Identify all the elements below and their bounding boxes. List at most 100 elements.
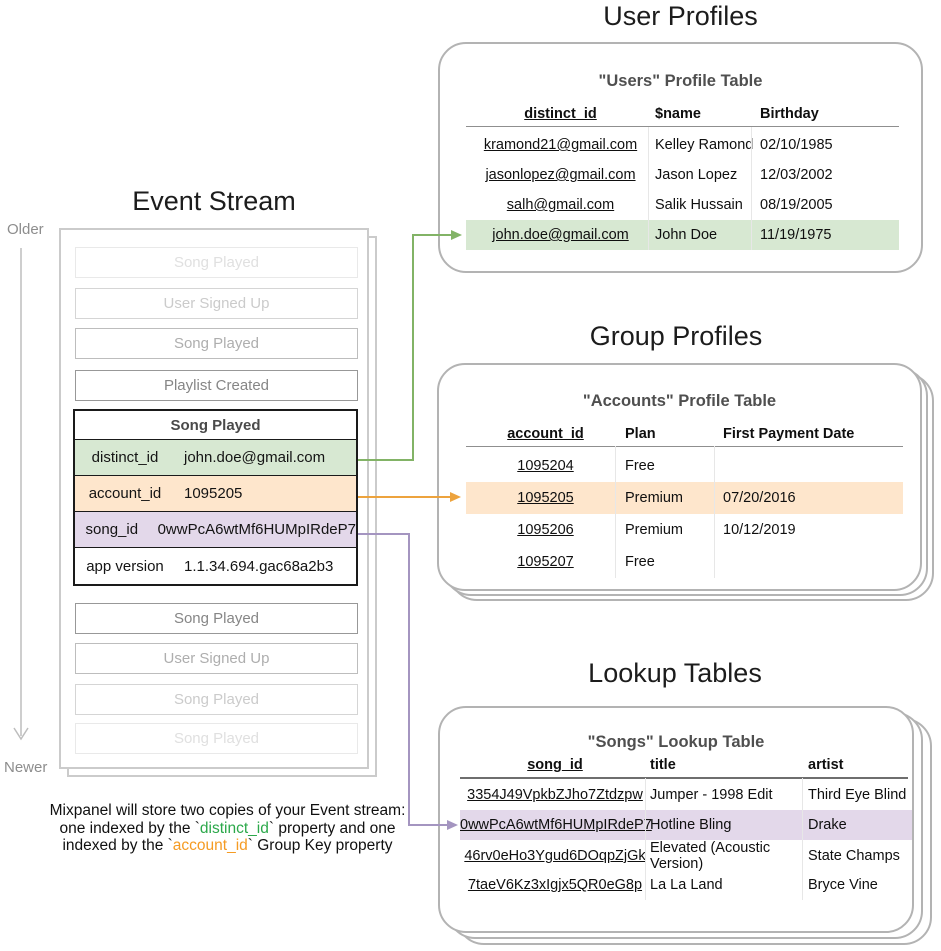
table-row: 1095204 Free [466, 450, 903, 482]
accounts-table: account_id Plan First Payment Date 10952… [466, 424, 903, 578]
cell-distinct-id: kramond21@gmail.com [483, 137, 638, 153]
caption-line-3: indexed by the `account_id` Group Key pr… [30, 837, 425, 855]
cell-account-id: 1095204 [517, 458, 574, 474]
cell-name: Jason Lopez [655, 167, 738, 183]
cell-name: Kelley Ramond [655, 137, 754, 153]
column-separator [648, 127, 649, 250]
songs-lookup-card: "Songs" Lookup Table song_id title artis… [438, 706, 914, 933]
caption-line-1: Mixpanel will store two copies of your E… [49, 802, 406, 819]
column-header: $name [655, 106, 701, 122]
caption-line-2-prefix: one indexed by the ` [59, 819, 200, 837]
event-property-account-id: account_id 1095205 [75, 476, 356, 512]
cell-title: Hotline Bling [650, 817, 732, 833]
group-profiles-title: Group Profiles [589, 321, 763, 351]
event-box: Song Played [75, 723, 358, 754]
cell-birthday: 12/03/2002 [760, 167, 833, 183]
cell-song-id: 46rv0eHo3Ygud6DOqpZjGk [464, 848, 646, 864]
column-header: artist [808, 757, 844, 773]
event-box: Song Played [75, 247, 358, 278]
cell-artist: Bryce Vine [808, 877, 878, 893]
cell-account-id: 1095205 [517, 490, 574, 506]
cell-plan: Free [625, 554, 655, 570]
users-table-header: distinct_id $name Birthday [466, 104, 899, 124]
column-header: account_id [507, 426, 584, 442]
cell-plan: Free [625, 458, 655, 474]
songs-table-header: song_id title artist [460, 755, 912, 775]
column-header: First Payment Date [723, 426, 855, 442]
cell-birthday: 02/10/1985 [760, 137, 833, 153]
cell-name: Salik Hussain [655, 197, 743, 213]
cell-song-id: 3354J49VpkbZJho7Ztdzpw [467, 787, 643, 803]
table-row: kramond21@gmail.com Kelley Ramond 02/10/… [466, 130, 899, 160]
header-rule [466, 446, 903, 447]
cell-distinct-id: salh@gmail.com [506, 197, 615, 213]
event-box: Song Played [75, 603, 358, 634]
cell-artist: Drake [808, 817, 847, 833]
table-row-highlighted: 1095205 Premium 07/20/2016 [466, 482, 903, 514]
table-row-highlighted: john.doe@gmail.com John Doe 11/19/1975 [466, 220, 899, 250]
table-row: 1095206 Premium 10/12/2019 [466, 514, 903, 546]
cell-title: Jumper - 1998 Edit [650, 787, 773, 803]
header-rule [466, 126, 899, 127]
column-header: title [650, 757, 676, 773]
column-separator [615, 446, 616, 578]
event-box: User Signed Up [75, 288, 358, 319]
event-box: Song Played [75, 328, 358, 359]
property-value: 0wwPcA6wtMf6HUMpIRdeP7 [157, 521, 356, 538]
property-value: 1.1.34.694.gac68a2b3 [184, 557, 334, 575]
event-stream-title: Event Stream [132, 186, 296, 216]
timeline-arrowhead [13, 727, 29, 741]
cell-birthday: 11/19/1975 [760, 227, 832, 243]
event-property-distinct-id: distinct_id john.doe@gmail.com [75, 440, 356, 476]
older-label: Older [7, 221, 44, 238]
caption-line-3-prefix: indexed by the ` [62, 837, 173, 854]
column-header: song_id [527, 757, 583, 773]
cell-distinct-id: john.doe@gmail.com [492, 227, 629, 243]
users-table: distinct_id $name Birthday kramond21@gma… [466, 104, 899, 250]
table-row: 46rv0eHo3Ygud6DOqpZjGk Elevated (Acousti… [460, 840, 912, 872]
property-key: app version [86, 557, 164, 575]
event-card-title: Song Played [75, 411, 356, 440]
property-value: 1095205 [184, 485, 243, 502]
property-key: song_id [85, 521, 139, 538]
column-header: Birthday [760, 106, 819, 122]
user-profiles-title: User Profiles [603, 1, 758, 31]
accounts-table-header: account_id Plan First Payment Date [466, 424, 903, 444]
caption-line-2: one indexed by the `distinct_id` propert… [30, 820, 425, 838]
songs-table: song_id title artist 3354J49VpkbZJho7Ztd… [460, 755, 912, 900]
cell-song-id: 0wwPcA6wtMf6HUMpIRdeP7 [460, 817, 652, 833]
accounts-profile-card: "Accounts" Profile Table account_id Plan… [437, 363, 922, 591]
cell-name: John Doe [655, 227, 718, 243]
table-row: 7taeV6Kz3xIgjx5QR0eG8p La La Land Bryce … [460, 870, 912, 900]
property-key: account_id [88, 485, 162, 502]
cell-title: La La Land [650, 877, 723, 893]
column-separator [802, 778, 803, 900]
cell-first-payment: 10/12/2019 [723, 522, 796, 538]
header-rule [460, 777, 908, 779]
cell-plan: Premium [625, 490, 684, 506]
caption-distinct-id-keyword: distinct_id [199, 819, 269, 837]
cell-account-id: 1095206 [517, 522, 574, 538]
event-property-app-version: app version 1.1.34.694.gac68a2b3 [75, 548, 356, 584]
accounts-table-title: "Accounts" Profile Table [582, 392, 777, 410]
songs-table-title: "Songs" Lookup Table [587, 733, 765, 751]
property-value: john.doe@gmail.com [184, 449, 326, 466]
caption-account-id-keyword: account_id [172, 837, 248, 854]
table-row: 1095207 Free [466, 546, 903, 578]
column-separator [645, 778, 646, 900]
table-row-highlighted: 0wwPcA6wtMf6HUMpIRdeP7 Hotline Bling Dra… [460, 810, 912, 840]
column-header: distinct_id [524, 106, 597, 122]
caption-line-3-suffix: ` Group Key property [247, 837, 393, 854]
caption-line-2-suffix: ` property and one [268, 819, 396, 837]
event-box: Song Played [75, 684, 358, 715]
cell-first-payment: 07/20/2016 [723, 490, 796, 506]
cell-account-id: 1095207 [517, 554, 574, 570]
cell-birthday: 08/19/2005 [760, 197, 833, 213]
event-box: Playlist Created [75, 370, 358, 401]
table-row: jasonlopez@gmail.com Jason Lopez 12/03/2… [466, 160, 899, 190]
newer-label: Newer [4, 759, 48, 776]
column-separator [714, 446, 715, 578]
property-key: distinct_id [91, 449, 159, 466]
cell-artist: Third Eye Blind [808, 787, 907, 803]
